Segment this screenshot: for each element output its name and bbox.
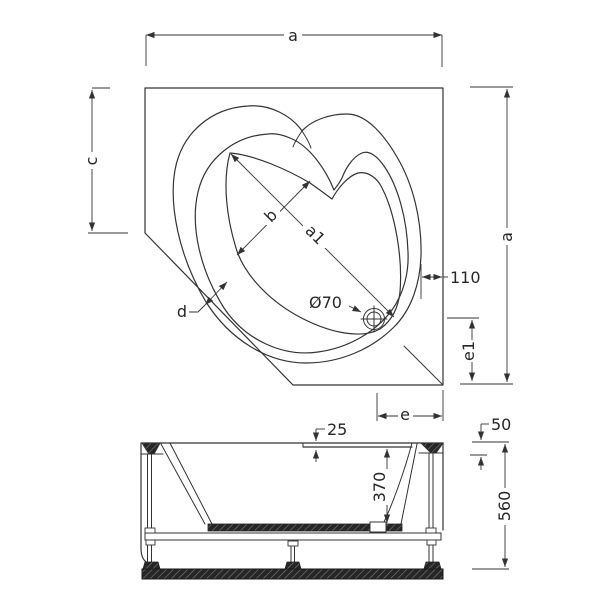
dim-label-e1: e1: [459, 341, 478, 361]
dim-label-d70: Ø70: [309, 293, 342, 312]
dim-inner-depth: 370: [370, 449, 391, 523]
left-wall-outer: [160, 443, 206, 525]
dim-label-370: 370: [370, 472, 389, 503]
dim-label-a-right: a: [497, 232, 516, 242]
rim-inner-edge: [194, 133, 409, 354]
dim-label-110: 110: [450, 268, 481, 287]
dim-ledge-drop: 25: [312, 420, 347, 462]
tub-bottom-section: [207, 523, 403, 532]
tub-outline: [144, 87, 444, 386]
floor-rail: [144, 532, 442, 541]
dim-basin-length: a1: [230, 153, 395, 318]
dim-drain-offset-y: e1: [447, 317, 479, 381]
corner-seam-line: [403, 345, 443, 385]
dim-label-a-top: a: [288, 26, 298, 45]
dim-drain-diameter: Ø70: [309, 293, 362, 313]
rim-section-left: [141, 442, 161, 455]
dim-label-e: e: [400, 405, 410, 424]
leg-foot-left: [142, 561, 161, 570]
dim-basin-width: b: [236, 180, 311, 256]
dim-label-25: 25: [327, 420, 347, 439]
support-frame: [141, 452, 444, 580]
dim-overall-width: a: [145, 26, 443, 67]
dim-label-c: c: [82, 157, 101, 166]
base-plate: [141, 568, 444, 580]
left-wall-inner: [169, 442, 213, 525]
rim-notch-stub-left: [301, 130, 312, 149]
rim-outer-edge: [172, 105, 422, 364]
top-view: a c a 110 Ø70: [82, 26, 516, 424]
rim-section-right: [419, 442, 444, 454]
waste-fitting: [369, 521, 387, 533]
leg-foot-center: [284, 561, 302, 570]
drain-symbol: [360, 305, 388, 333]
dim-rim-band-height: 50: [470, 415, 511, 470]
dim-rim-to-edge: 110: [420, 264, 481, 299]
dim-side-to-corner: c: [82, 87, 128, 234]
right-wall-inner: [400, 443, 418, 525]
rim-notch-stub-right: [292, 130, 303, 148]
dim-apron-width: d: [177, 281, 228, 321]
front-view: 25 370 50 560: [140, 415, 514, 580]
dim-label-50: 50: [491, 415, 511, 434]
dim-overall-height: 560: [472, 444, 514, 570]
dim-label-d: d: [177, 302, 187, 321]
dim-overall-depth: a: [460, 86, 516, 385]
leg-foot-right: [423, 561, 442, 570]
dim-label-560: 560: [495, 491, 514, 522]
dim-drain-offset-x: e: [376, 390, 444, 424]
